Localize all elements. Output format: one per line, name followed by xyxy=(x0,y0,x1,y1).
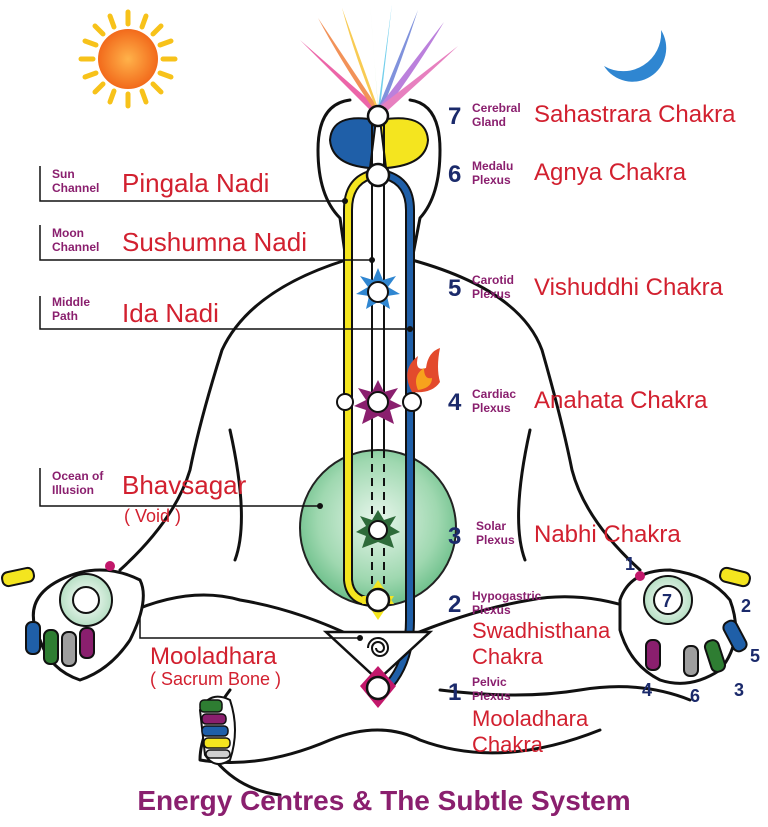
chakra-plexus: Medalu xyxy=(472,159,513,173)
chakra-plexus: Cerebral xyxy=(472,101,521,115)
nabhi-node xyxy=(356,510,400,548)
moon-channel-small-1: Moon xyxy=(52,226,84,240)
sushumna-label: Sushumna Nadi xyxy=(122,227,307,257)
middle-path-small-1: Middle xyxy=(52,295,90,309)
sacrum-bone-label: ( Sacrum Bone ) xyxy=(150,669,281,689)
chakra-number: 2 xyxy=(448,591,461,618)
agnya-node xyxy=(365,162,391,188)
chakra-name: Nabhi Chakra xyxy=(534,521,681,548)
chakra-name: Agnya Chakra xyxy=(534,159,687,186)
chakra-name: Chakra xyxy=(472,732,544,757)
ida-label: Ida Nadi xyxy=(122,298,219,328)
right-hemisphere xyxy=(378,117,430,170)
chakra-label-2: 2 Hypogastric Plexus Swadhisthana Chakra xyxy=(448,589,611,669)
mooladhara-node xyxy=(360,666,396,708)
folded-hand xyxy=(198,695,236,765)
chakra-plexus: Gland xyxy=(472,115,506,129)
chakra-name: Swadhisthana xyxy=(472,618,611,643)
chakra-name: Anahata Chakra xyxy=(534,387,708,414)
right-hand xyxy=(618,566,751,685)
hand-number: 7 xyxy=(662,591,672,611)
chakra-label-1: 1 Pelvic Plexus Mooladhara Chakra xyxy=(448,675,589,757)
chakra-plexus: Plexus xyxy=(472,401,511,415)
chakra-label-5: 5 Carotid Plexus Vishuddhi Chakra xyxy=(448,273,724,302)
hand-finger-numbers: 1 2 3 4 5 6 7 xyxy=(625,554,760,706)
chakra-plexus: Solar xyxy=(476,519,506,533)
chakra-label-4: 4 Cardiac Plexus Anahata Chakra xyxy=(448,387,708,416)
middle-path-small-2: Path xyxy=(52,309,78,323)
chakra-plexus: Plexus xyxy=(472,173,511,187)
left-hand xyxy=(1,561,145,682)
hand-number: 3 xyxy=(734,680,744,700)
ida-channel xyxy=(384,170,415,688)
hand-number: 2 xyxy=(741,596,751,616)
chakra-plexus: Hypogastric xyxy=(472,589,542,603)
chakra-plexus: Plexus xyxy=(472,603,511,617)
bhavsagar-label: Bhavsagar xyxy=(122,470,247,500)
crown-petals-icon xyxy=(300,2,458,112)
vishuddhi-node xyxy=(356,268,400,309)
chakra-plexus: Cardiac xyxy=(472,387,516,401)
diagram-title: Energy Centres & The Subtle System xyxy=(137,785,630,816)
chakra-label-6: 6 Medalu Plexus Agnya Chakra xyxy=(448,159,687,188)
chakra-plexus: Pelvic xyxy=(472,675,507,689)
ocean-small-2: Illusion xyxy=(52,483,94,497)
hand-number: 6 xyxy=(690,686,700,706)
hand-number: 5 xyxy=(750,646,760,666)
hand-number: 4 xyxy=(642,680,652,700)
chakra-plexus: Carotid xyxy=(472,273,514,287)
sahastrara-node xyxy=(366,104,390,128)
anahata-node xyxy=(336,380,422,424)
chakra-name: Sahastrara Chakra xyxy=(534,101,736,128)
chakra-plexus: Plexus xyxy=(472,689,511,703)
chakra-label-7: 7 Cerebral Gland Sahastrara Chakra xyxy=(448,101,736,130)
chakra-number: 4 xyxy=(448,389,462,416)
chakra-name: Chakra xyxy=(472,644,544,669)
hand-number: 1 xyxy=(625,554,635,574)
ida-channel-fill xyxy=(385,172,413,686)
moon-icon xyxy=(604,30,667,82)
leader-lines xyxy=(39,166,410,639)
chakra-plexus: Plexus xyxy=(476,533,515,547)
swadhisthana-node xyxy=(362,580,394,620)
leader-dots xyxy=(317,198,413,641)
left-hemisphere xyxy=(328,117,378,170)
chakra-number: 5 xyxy=(448,275,461,302)
chakra-name: Mooladhara xyxy=(472,706,589,731)
chakra-number: 7 xyxy=(448,103,461,130)
mooladhara-left-label: Mooladhara xyxy=(150,643,277,670)
chakra-name: Vishuddhi Chakra xyxy=(534,274,724,301)
moon-channel-small-2: Channel xyxy=(52,240,99,254)
chakra-number: 6 xyxy=(448,161,461,188)
sun-channel-small-1: Sun xyxy=(52,167,75,181)
void-label: ( Void ) xyxy=(124,506,181,526)
ocean-small-1: Ocean of xyxy=(52,469,104,483)
anahata-flame-icon xyxy=(407,348,440,393)
pingala-label: Pingala Nadi xyxy=(122,168,269,198)
sun-channel-small-2: Channel xyxy=(52,181,99,195)
chakra-plexus: Plexus xyxy=(472,287,511,301)
chakra-number: 1 xyxy=(448,679,461,706)
chakra-number: 3 xyxy=(448,523,461,550)
sun-icon xyxy=(78,9,178,109)
chakra-label-3: 3 Solar Plexus Nabhi Chakra xyxy=(448,519,681,550)
kundalini-triangle xyxy=(322,630,434,682)
